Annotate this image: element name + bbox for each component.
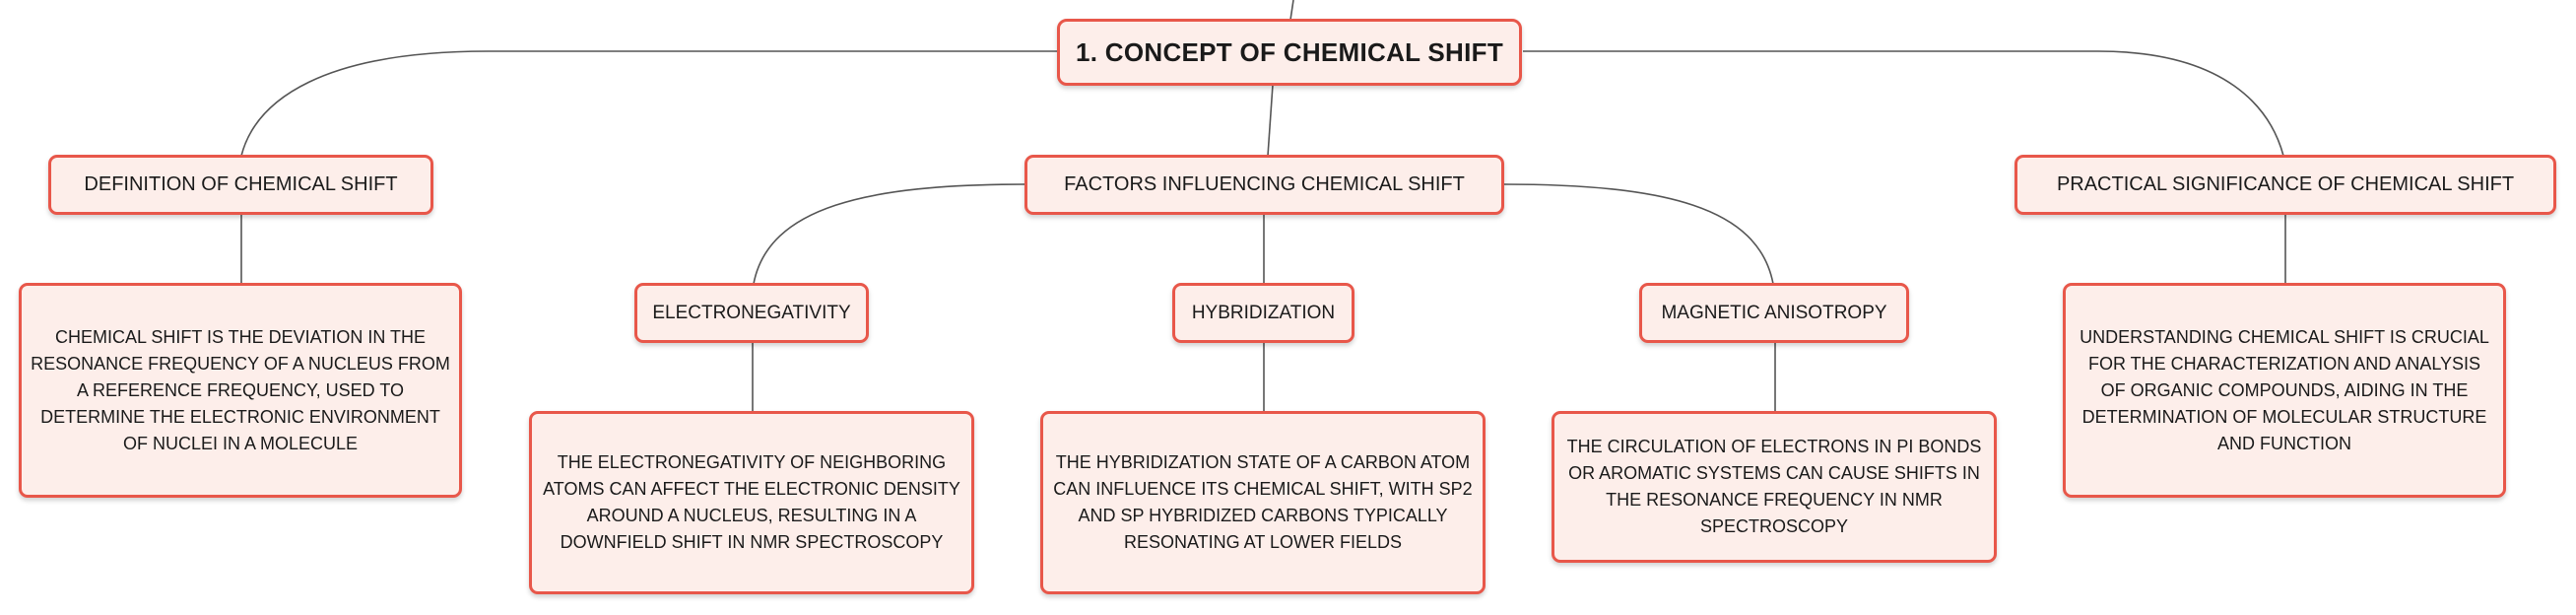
- branch-practical[interactable]: PRACTICAL SIGNIFICANCE OF CHEMICAL SHIFT: [2015, 155, 2556, 215]
- connector-root-definition: [240, 50, 1059, 157]
- practical-detail-text: UNDERSTANDING CHEMICAL SHIFT IS CRUCIAL …: [2080, 326, 2489, 453]
- connector-factors-electronegativity: [753, 183, 1025, 285]
- connector-root-practical: [1523, 50, 2284, 157]
- practical-detail[interactable]: UNDERSTANDING CHEMICAL SHIFT IS CRUCIAL …: [2063, 283, 2506, 498]
- electronegativity-detail-text: THE ELECTRONEGATIVITY OF NEIGHBORING ATO…: [543, 452, 960, 552]
- root-topic-label: 1. CONCEPT OF CHEMICAL SHIFT: [1075, 36, 1504, 67]
- hybridization-detail-text: THE HYBRIDIZATION STATE OF A CARBON ATOM…: [1053, 452, 1473, 552]
- branch-factors[interactable]: FACTORS INFLUENCING CHEMICAL SHIFT: [1024, 155, 1504, 215]
- branch-definition-label: DEFINITION OF CHEMICAL SHIFT: [84, 173, 398, 195]
- factor-electronegativity-label: ELECTRONEGATIVITY: [652, 302, 851, 323]
- root-topic[interactable]: 1. CONCEPT OF CHEMICAL SHIFT: [1057, 19, 1522, 86]
- branch-definition[interactable]: DEFINITION OF CHEMICAL SHIFT: [48, 155, 433, 215]
- factor-electronegativity[interactable]: ELECTRONEGATIVITY: [634, 283, 869, 343]
- anisotropy-detail-text: THE CIRCULATION OF ELECTRONS IN PI BONDS…: [1566, 437, 1982, 536]
- connector-factors-anisotropy: [1502, 183, 1774, 285]
- factor-hybridization[interactable]: HYBRIDIZATION: [1172, 283, 1354, 343]
- definition-detail[interactable]: CHEMICAL SHIFT IS THE DEVIATION IN THE R…: [19, 283, 462, 498]
- hybridization-detail[interactable]: THE HYBRIDIZATION STATE OF A CARBON ATOM…: [1040, 411, 1486, 594]
- factor-anisotropy[interactable]: MAGNETIC ANISOTROPY: [1639, 283, 1909, 343]
- electronegativity-detail[interactable]: THE ELECTRONEGATIVITY OF NEIGHBORING ATO…: [529, 411, 974, 594]
- branch-factors-label: FACTORS INFLUENCING CHEMICAL SHIFT: [1064, 173, 1465, 195]
- connector-incoming: [1289, 0, 1294, 21]
- definition-detail-text: CHEMICAL SHIFT IS THE DEVIATION IN THE R…: [31, 326, 450, 453]
- connector-root-factors: [1267, 84, 1274, 157]
- branch-practical-label: PRACTICAL SIGNIFICANCE OF CHEMICAL SHIFT: [2056, 173, 2515, 195]
- anisotropy-detail[interactable]: THE CIRCULATION OF ELECTRONS IN PI BONDS…: [1552, 411, 1997, 563]
- factor-anisotropy-label: MAGNETIC ANISOTROPY: [1661, 302, 1887, 323]
- factor-hybridization-label: HYBRIDIZATION: [1191, 302, 1336, 323]
